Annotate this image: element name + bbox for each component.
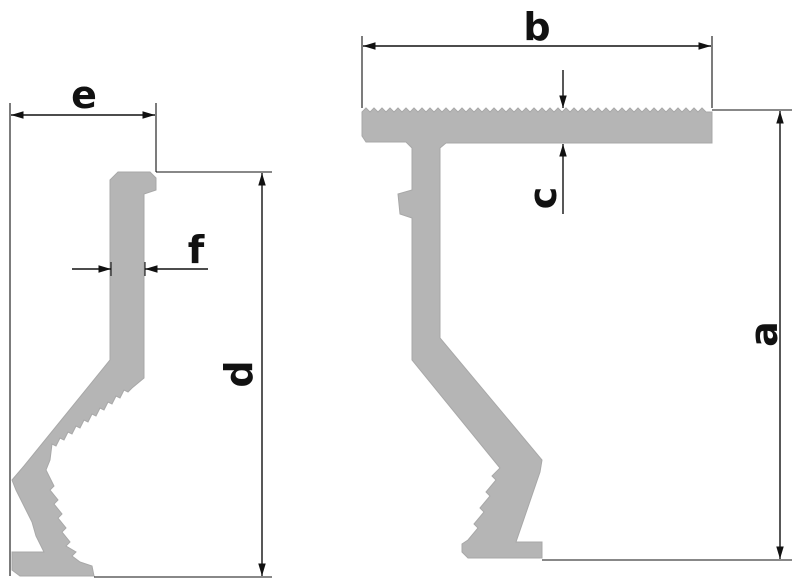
dimension-d: d [94, 171, 272, 578]
right-profile [361, 107, 713, 559]
dimension-label-e: e [71, 73, 97, 117]
left-profile-shape [11, 171, 157, 577]
dimension-b: b [361, 5, 713, 108]
dimension-label-f: f [188, 228, 205, 272]
left-profile [11, 171, 157, 577]
dimension-label-d: d [217, 360, 261, 387]
dimension-e: e [9, 73, 157, 576]
dimension-f: f [72, 228, 208, 276]
dimension-label-a: a [742, 321, 786, 347]
right-profile-shape [361, 107, 713, 559]
dimension-a: a [542, 109, 792, 561]
dimension-label-b: b [523, 5, 550, 49]
dimension-label-c: c [521, 187, 565, 210]
dimension-c: c [521, 70, 567, 214]
